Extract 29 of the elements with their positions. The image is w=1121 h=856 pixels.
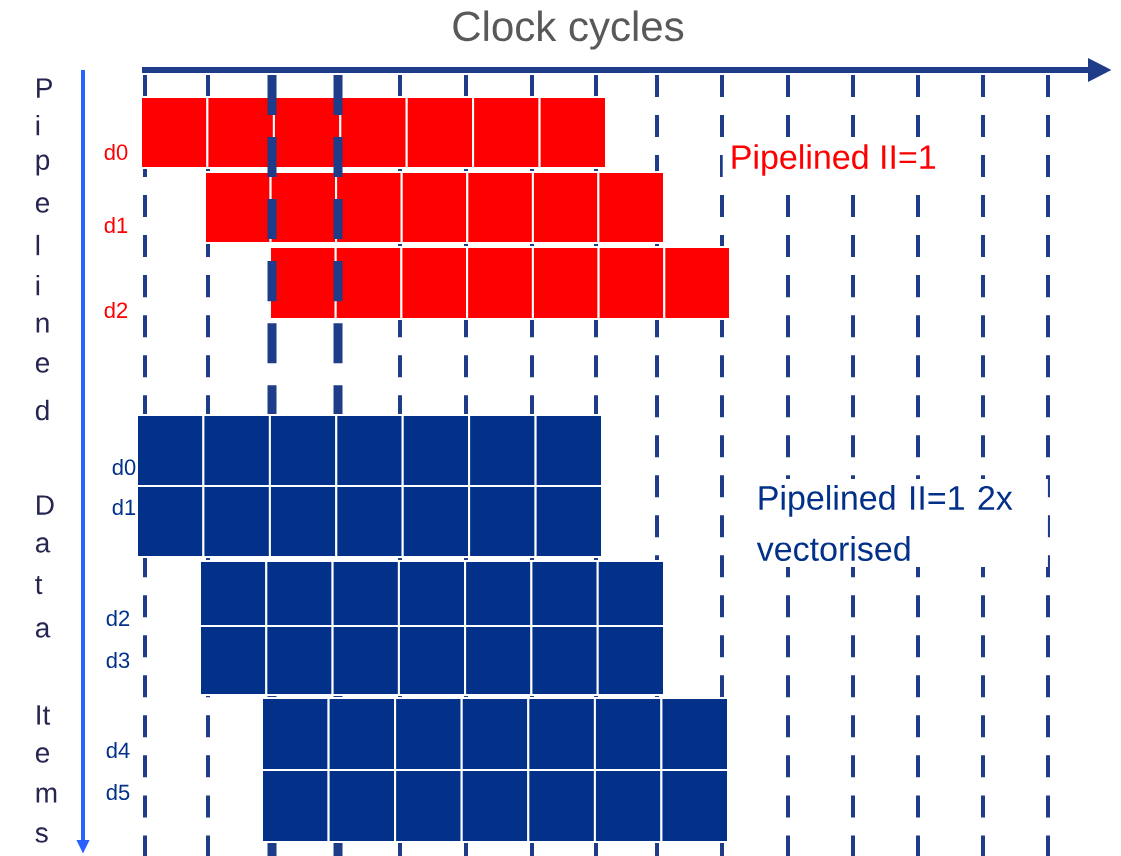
row-label: d3 — [106, 651, 130, 669]
letter: p — [36, 154, 50, 176]
letter: m — [36, 787, 57, 803]
letter: a — [35, 622, 51, 638]
letter: i — [36, 114, 40, 136]
letter: t — [35, 575, 43, 595]
letter: e — [35, 747, 50, 763]
letter: n — [36, 317, 49, 333]
title: Clock cycles — [453, 10, 684, 50]
annotation-text: Pipelined II=1 2x vectorised — [750, 479, 1048, 568]
letter: a — [35, 537, 51, 553]
row-label: d5 — [106, 783, 130, 801]
row-label: d2 — [106, 609, 130, 627]
letter: D — [37, 495, 54, 515]
letter: e — [35, 357, 50, 373]
letter: P — [37, 78, 52, 98]
row-label: d1 — [112, 498, 136, 516]
letter: d — [35, 399, 49, 421]
letter: l — [36, 234, 40, 256]
letter: i — [36, 274, 40, 296]
row-label: d4 — [106, 741, 130, 759]
letter: s — [35, 827, 48, 843]
row-label: d0 — [112, 458, 136, 476]
row-label: d0 — [104, 143, 128, 161]
letter: e — [35, 197, 50, 213]
annotation-text: Pipelined II=1 — [722, 137, 944, 183]
row-label: d1 — [104, 216, 128, 234]
letter: It — [37, 705, 51, 725]
row-label: d2 — [104, 301, 128, 319]
